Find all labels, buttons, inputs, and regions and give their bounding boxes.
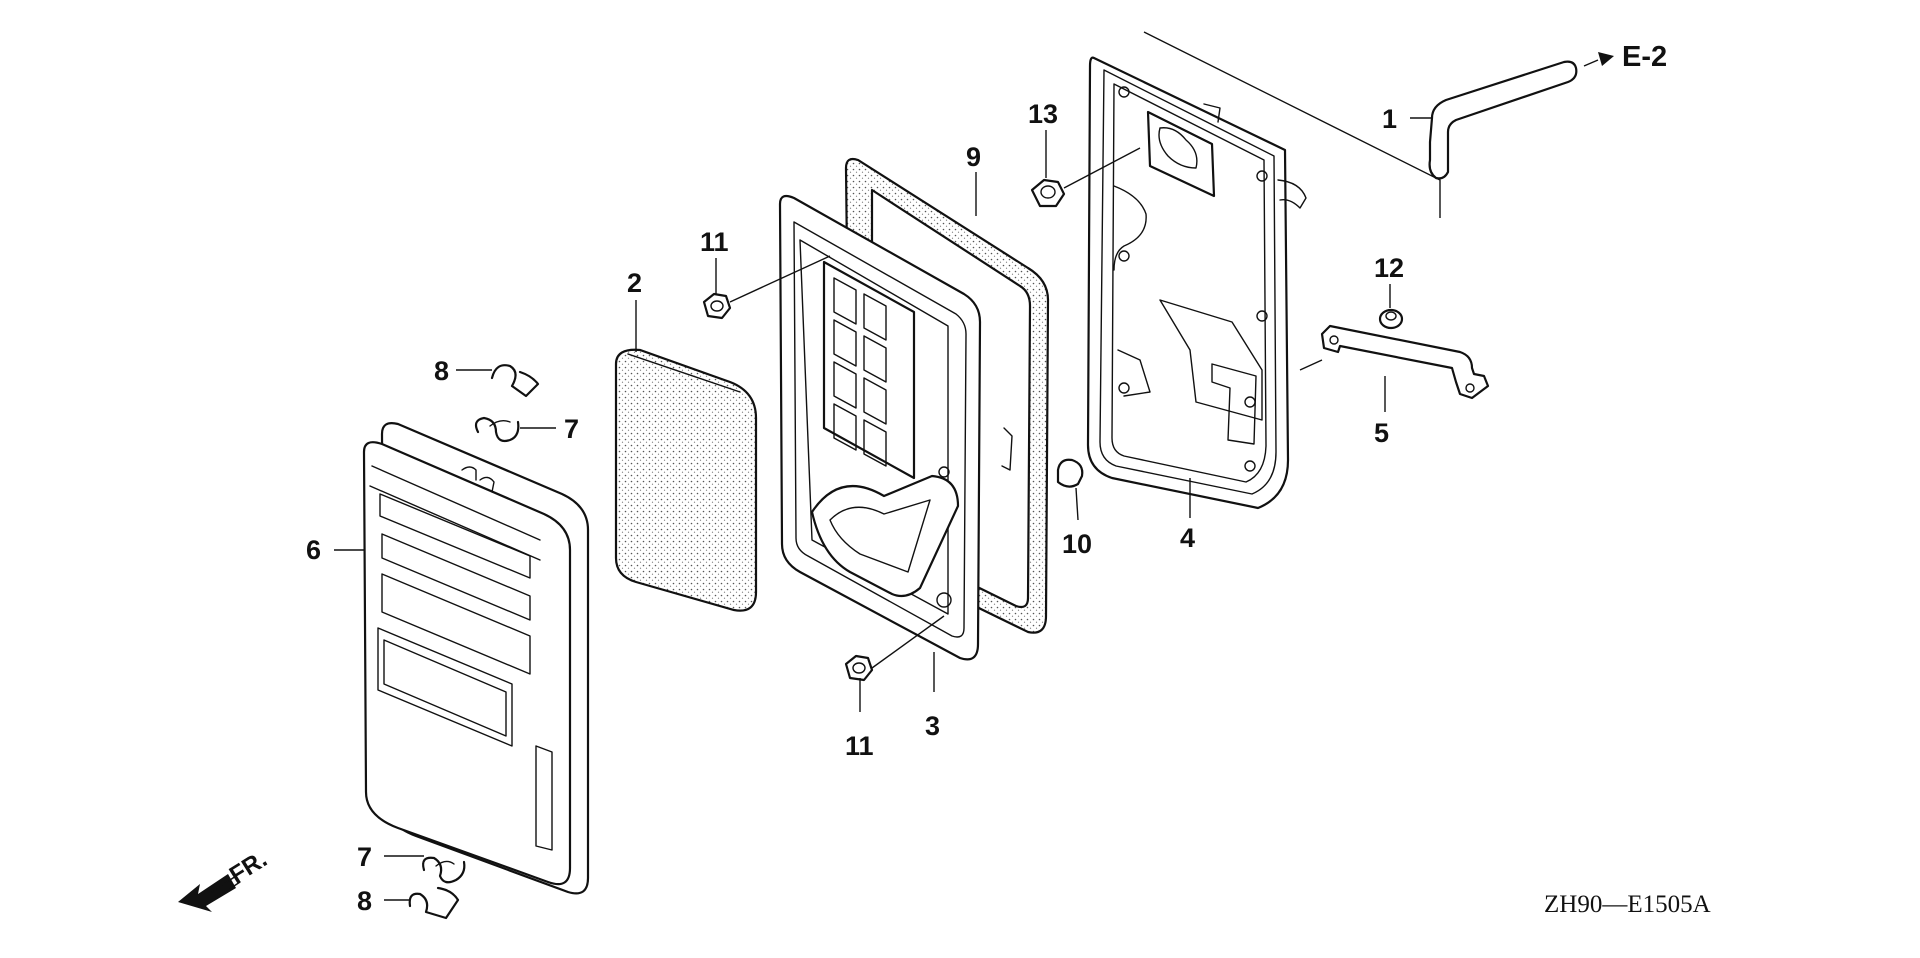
element-case [778,194,1013,661]
clip-8-top [490,364,540,398]
callout-11-lower: 11 [845,731,874,761]
callout-8-top: 8 [434,356,449,386]
callout-12: 12 [1374,253,1404,283]
clip-7-bottom [422,856,466,884]
callout-4: 4 [1180,523,1195,553]
breather-tube [1428,60,1578,180]
callout-2: 2 [627,268,642,298]
clip-8-bottom [408,886,460,920]
flange-nut-12 [1378,308,1404,330]
callout-8-bottom: 8 [357,886,372,916]
callout-7-bottom: 7 [357,842,372,872]
reference-label-e2: E-2 [1622,41,1667,73]
grommet-10 [1056,458,1084,488]
air-cleaner-stay [1320,324,1490,400]
callout-7-top: 7 [564,414,579,444]
air-cleaner-cover [362,422,590,895]
callout-10: 10 [1062,529,1092,559]
flange-nut-11-lower [844,654,874,682]
flange-nut-11-upper [702,292,732,320]
callout-5: 5 [1374,418,1389,448]
callout-6: 6 [306,535,321,565]
diagram-code: ZH90—E1505A [1544,891,1711,918]
air-filter-element [614,348,758,612]
air-cleaner-case [1086,56,1307,510]
clip-7-top [474,416,520,443]
callout-3: 3 [925,711,940,741]
callout-1: 1 [1382,104,1397,134]
leader-lines [334,31,1614,901]
front-direction-arrow: FR. [178,846,272,912]
callout-11-upper: 11 [700,227,729,257]
flange-nut-13 [1030,178,1066,208]
callout-13: 13 [1028,99,1058,129]
callout-9: 9 [966,142,981,172]
